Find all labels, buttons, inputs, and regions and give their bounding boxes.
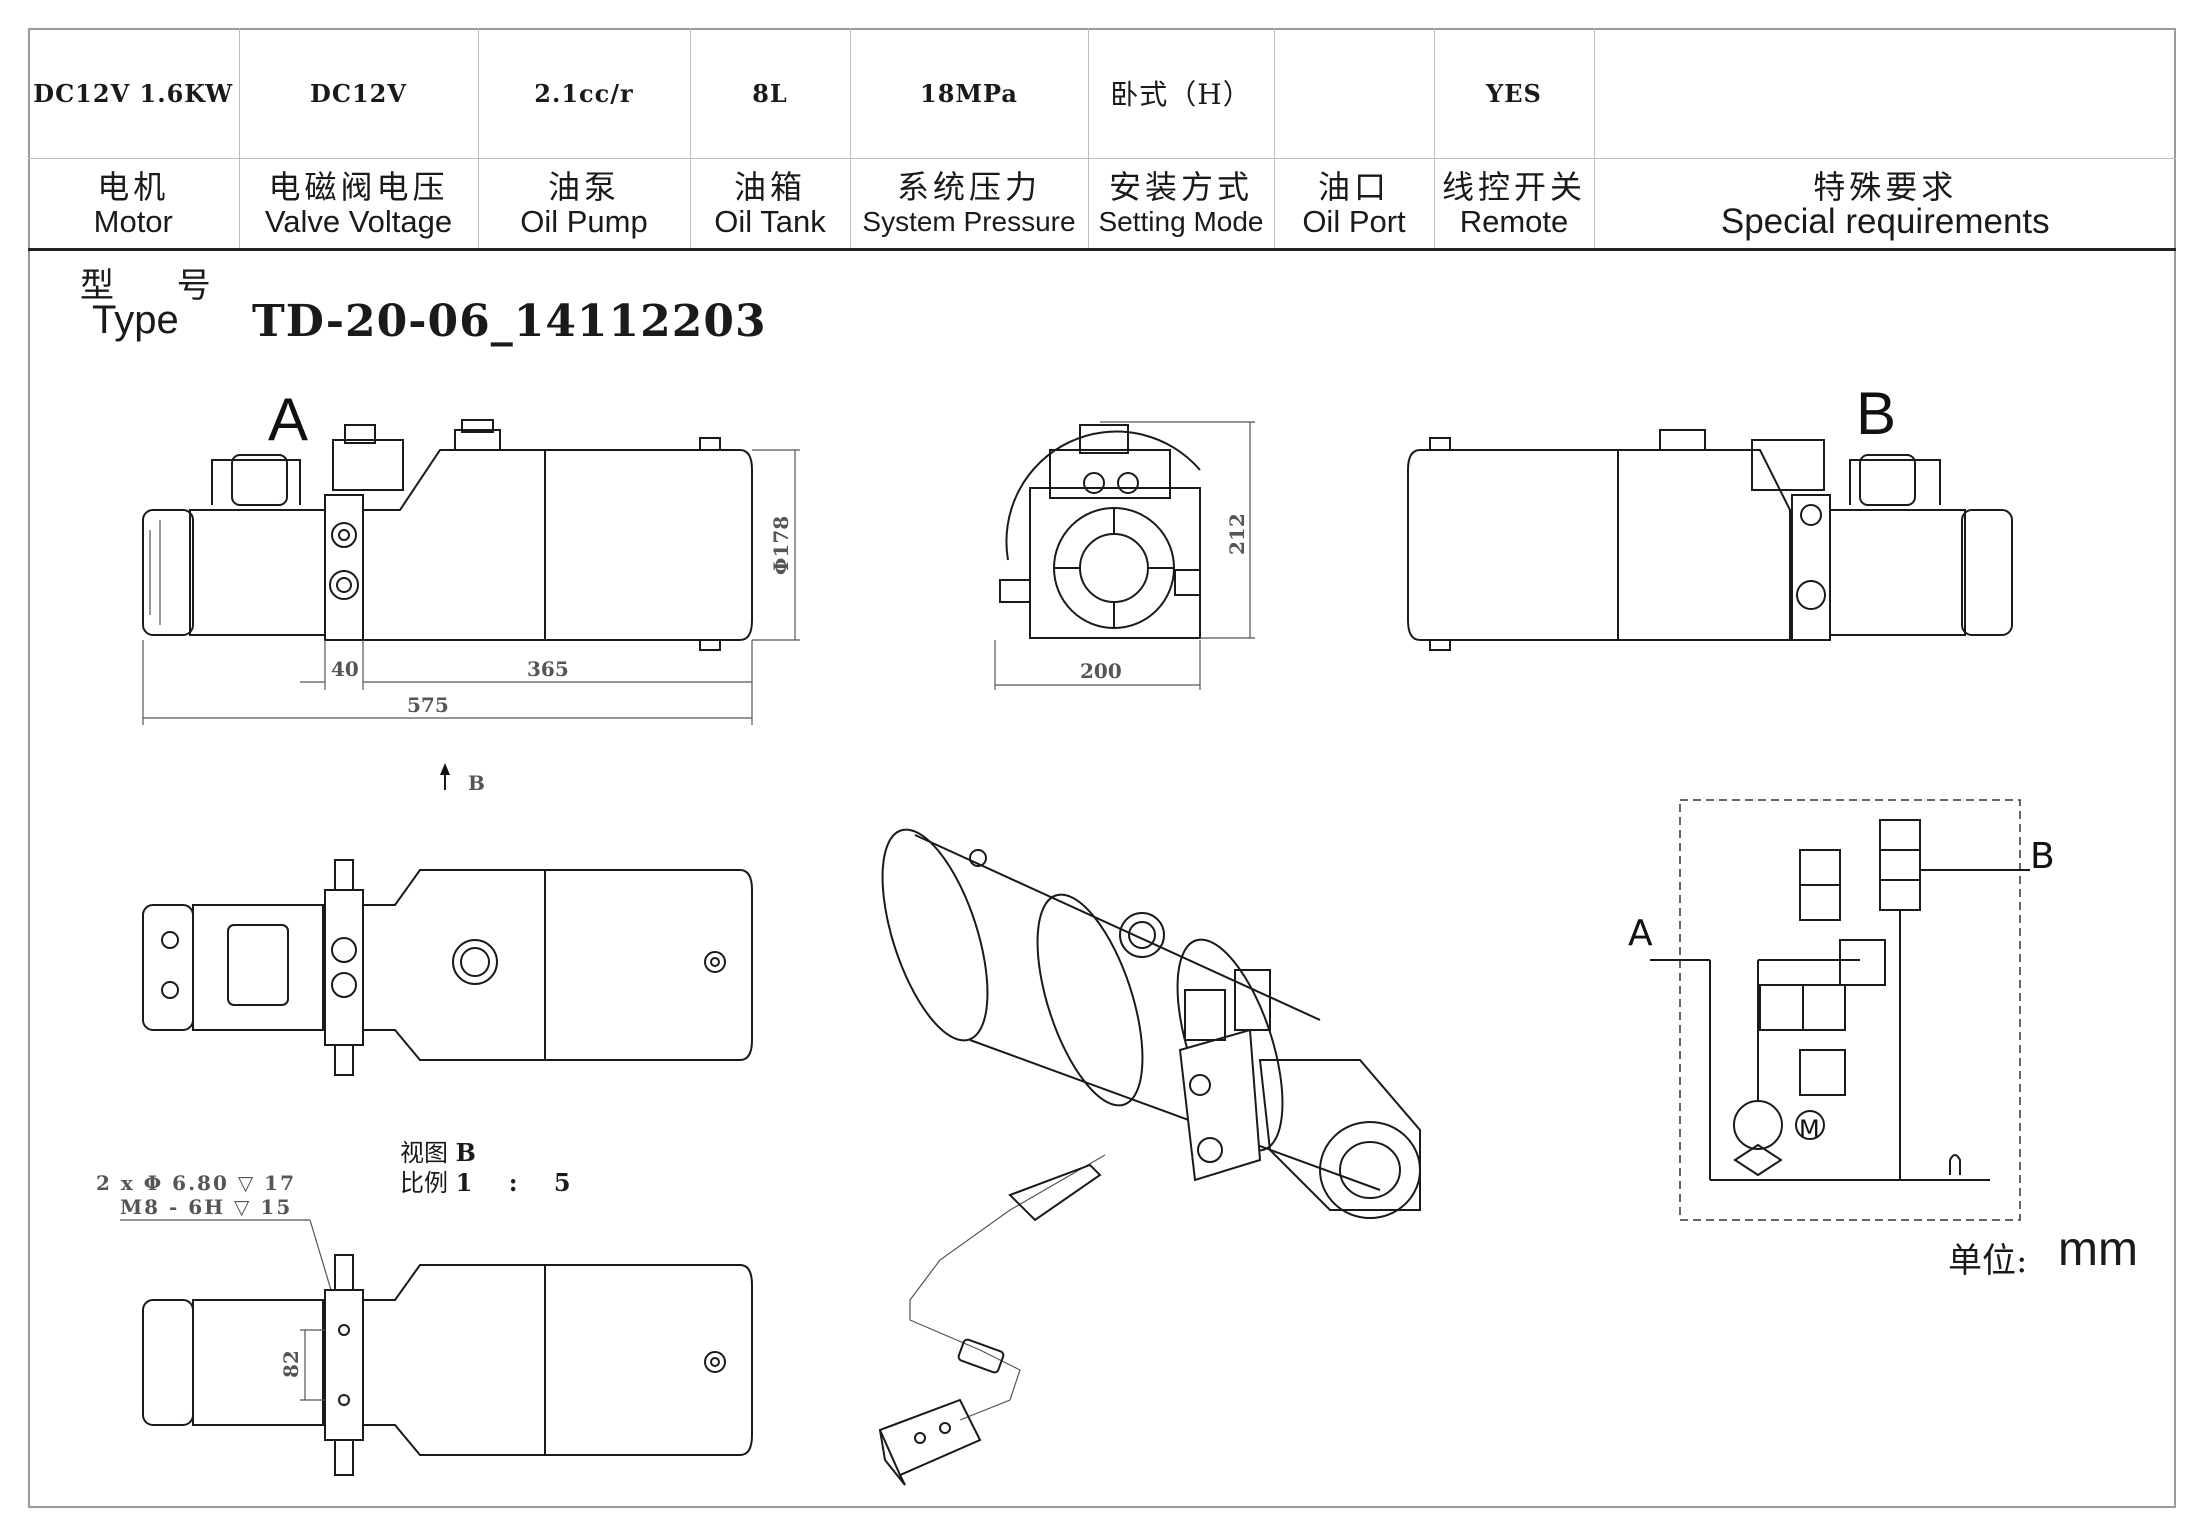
bottom-view: 2 x Φ 6.80 ▽ 17 M8 - 6H ▽ 15 82 — [96, 1171, 753, 1476]
motor-symbol: M — [1799, 1115, 1820, 1143]
spec-value-oil-tank: 8L — [690, 28, 851, 159]
dim-212: 212 — [1225, 513, 1249, 555]
schematic-port-a: A — [1628, 913, 1653, 954]
dim-200: 200 — [1080, 659, 1122, 683]
hydraulic-schematic: A B M — [1628, 799, 2055, 1221]
spec-value-oil-port — [1274, 28, 1435, 159]
model-number: TD-20-06_14112203 — [252, 296, 767, 347]
spec-value-system-pressure: 18MPa — [850, 28, 1089, 159]
dim-diameter-178: Φ178 — [769, 516, 793, 575]
port-b-label: B — [1856, 380, 1896, 447]
spec-value-special — [1594, 28, 2176, 159]
port-a-label: A — [268, 386, 308, 453]
view-text: 视图 — [400, 1139, 448, 1167]
scale-text: 比例 — [400, 1169, 448, 1197]
front-view: A 40 365 575 Φ178 — [142, 386, 800, 725]
callout-line-1: 2 x Φ 6.80 ▽ 17 — [96, 1171, 296, 1195]
dim-82: 82 — [279, 1350, 303, 1378]
unit-value: mm — [2058, 1223, 2138, 1276]
scale-value: 1 : 5 — [455, 1168, 585, 1197]
unit-label: 单位: — [1948, 1241, 2028, 1281]
view-b-arrow-label: B — [468, 771, 487, 795]
dim-365: 365 — [527, 657, 569, 681]
spec-value-oil-pump: 2.1cc/r — [478, 28, 691, 159]
header-rule — [28, 248, 2176, 251]
isometric-view — [878, 828, 1421, 1486]
spec-value-motor: DC12V 1.6KW — [28, 28, 240, 159]
spec-value-valve-voltage: DC12V — [239, 28, 479, 159]
callout-line-2: M8 - 6H ▽ 15 — [120, 1195, 292, 1219]
end-view: 212 200 — [994, 421, 1255, 690]
dim-40: 40 — [331, 657, 359, 681]
type-label-cn: 型 号 — [80, 266, 237, 306]
type-label-en: Type — [92, 298, 179, 342]
top-view: B — [142, 763, 753, 1076]
view-b-caption: 视图 B 比例 1 : 5 — [400, 1138, 585, 1198]
spec-table: DC12V 1.6KW DC12V 2.1cc/r 8L 18MPa 卧式（H）… — [28, 28, 2176, 249]
spec-value-setting-mode: 卧式（H） — [1088, 28, 1275, 159]
dim-575: 575 — [407, 693, 449, 717]
spec-value-remote: YES — [1434, 28, 1595, 159]
view-letter: B — [455, 1138, 490, 1167]
rear-view: B — [1407, 380, 2013, 651]
schematic-port-b: B — [2030, 836, 2055, 877]
